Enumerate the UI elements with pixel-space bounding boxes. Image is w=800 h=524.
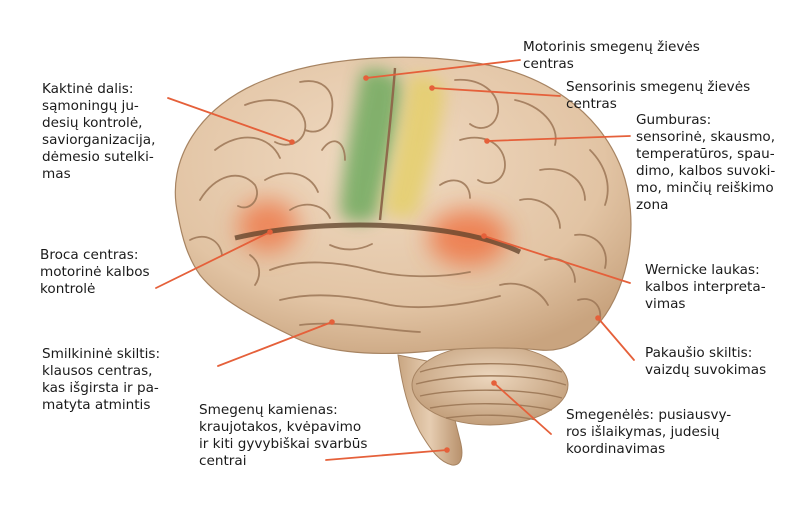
label-cerebellum: Smegenėlės: pusiausvy- ros išlaikymas, j…	[566, 407, 732, 457]
label-broca-area: Broca centras: motorinė kalbos kontrolė	[40, 247, 150, 297]
label-brainstem: Smegenų kamienas: kraujotakos, kvėpavimo…	[199, 402, 368, 469]
leader-occipital	[597, 317, 635, 361]
leader-frontal	[167, 97, 293, 143]
sensory-cortex-zone	[384, 74, 445, 219]
leader-lines	[155, 59, 635, 461]
leader-cerebellum	[493, 382, 552, 435]
leader-parietal	[486, 135, 631, 142]
cerebrum	[174, 56, 632, 355]
label-temporal-lobe: Smilkininė skiltis: klausos centras, kas…	[42, 346, 161, 413]
wernicke-zone	[428, 210, 508, 266]
leader-brainstem	[325, 449, 448, 461]
leader-dots	[267, 75, 601, 453]
label-parietal-lobe: Gumburas: sensorinė, skausmo, temperatūr…	[636, 112, 776, 213]
cerebellum	[411, 344, 569, 426]
leader-wernicke	[483, 235, 631, 284]
broca-zone	[238, 200, 298, 252]
label-motor-cortex: Motorinis smegenų žievės centras	[523, 39, 700, 72]
label-sensory-cortex: Sensorinis smegenų žievės centras	[566, 79, 751, 112]
leader-sensory	[431, 87, 561, 97]
leader-temporal	[217, 321, 333, 367]
label-frontal-lobe: Kaktinė dalis: sąmoningų ju- desių kontr…	[42, 81, 156, 182]
label-occipital-lobe: Pakaušio skiltis: vaizdų suvokimas	[645, 345, 767, 378]
leader-broca	[155, 231, 271, 289]
label-wernicke-area: Wernicke laukas: kalbos interpreta- vima…	[645, 262, 766, 312]
motor-cortex-zone	[340, 69, 402, 223]
leader-motor	[365, 59, 521, 79]
